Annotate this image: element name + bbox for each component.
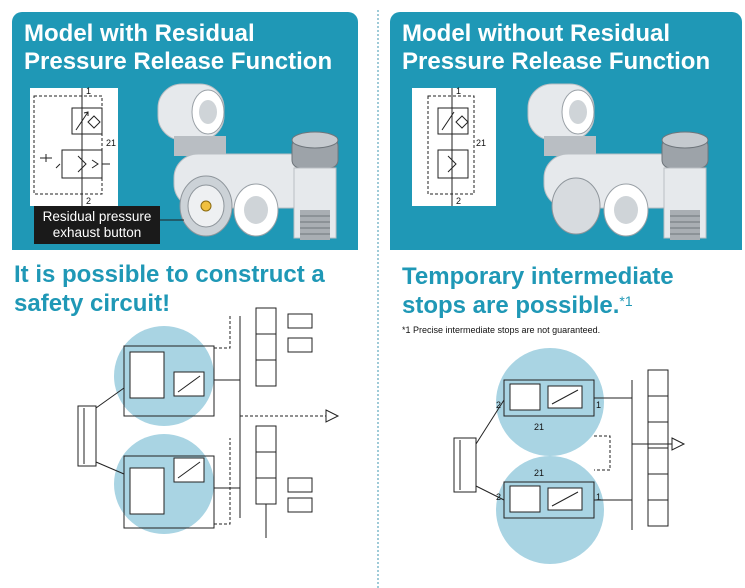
right-symbol-svg: 1 21 2 — [427, 86, 486, 206]
left-symbol-port-2: 2 — [86, 196, 91, 206]
residual-pressure-callout: Residual pressure exhaust button — [34, 206, 160, 244]
panel-divider — [377, 10, 379, 588]
right-symbol-port-21: 21 — [476, 138, 486, 148]
left-symbol-port-1: 1 — [86, 86, 91, 96]
right-heading-text: Temporary intermediate stops are possibl… — [402, 263, 674, 319]
right-symbol-port-2: 2 — [456, 196, 461, 206]
right-banner-title: Model without Residual Pressure Release … — [402, 20, 711, 75]
left-symbol-port-21: 21 — [106, 138, 116, 148]
right-heading-footnote-mark: *1 — [619, 293, 633, 309]
right-circuit-port-2-upper: 2 — [496, 400, 501, 410]
right-banner: Model without Residual Pressure Release … — [390, 12, 742, 250]
right-symbol-port-1: 1 — [456, 86, 461, 96]
right-heading: Temporary intermediate stops are possibl… — [402, 262, 674, 320]
right-circuit-port-21-lower: 21 — [534, 468, 544, 478]
right-panel: Model without Residual Pressure Release … — [388, 0, 745, 588]
left-heading: It is possible to construct a safety cir… — [14, 261, 325, 317]
left-fitting-illustration — [124, 83, 339, 240]
left-safety-circuit-diagram — [77, 307, 340, 538]
left-circuit-symbol: 1 21 2 — [30, 86, 118, 206]
left-banner-title: Model with Residual Pressure Release Fun… — [24, 20, 333, 75]
right-footnote: *1 Precise intermediate stops are not gu… — [402, 325, 601, 335]
right-circuit-port-1-lower: 1 — [596, 492, 601, 502]
right-intermediate-stop-diagram: 2 21 1 21 2 1 — [453, 348, 686, 564]
right-fitting-illustration — [527, 83, 709, 240]
left-banner: Model with Residual Pressure Release Fun… — [12, 12, 358, 250]
left-panel: Model with Residual Pressure Release Fun… — [0, 0, 372, 588]
right-circuit-port-1-upper: 1 — [596, 400, 601, 410]
left-symbol-svg: 1 21 2 — [33, 86, 116, 206]
right-circuit-port-21-upper: 21 — [534, 422, 544, 432]
right-circuit-symbol: 1 21 2 — [412, 86, 496, 206]
